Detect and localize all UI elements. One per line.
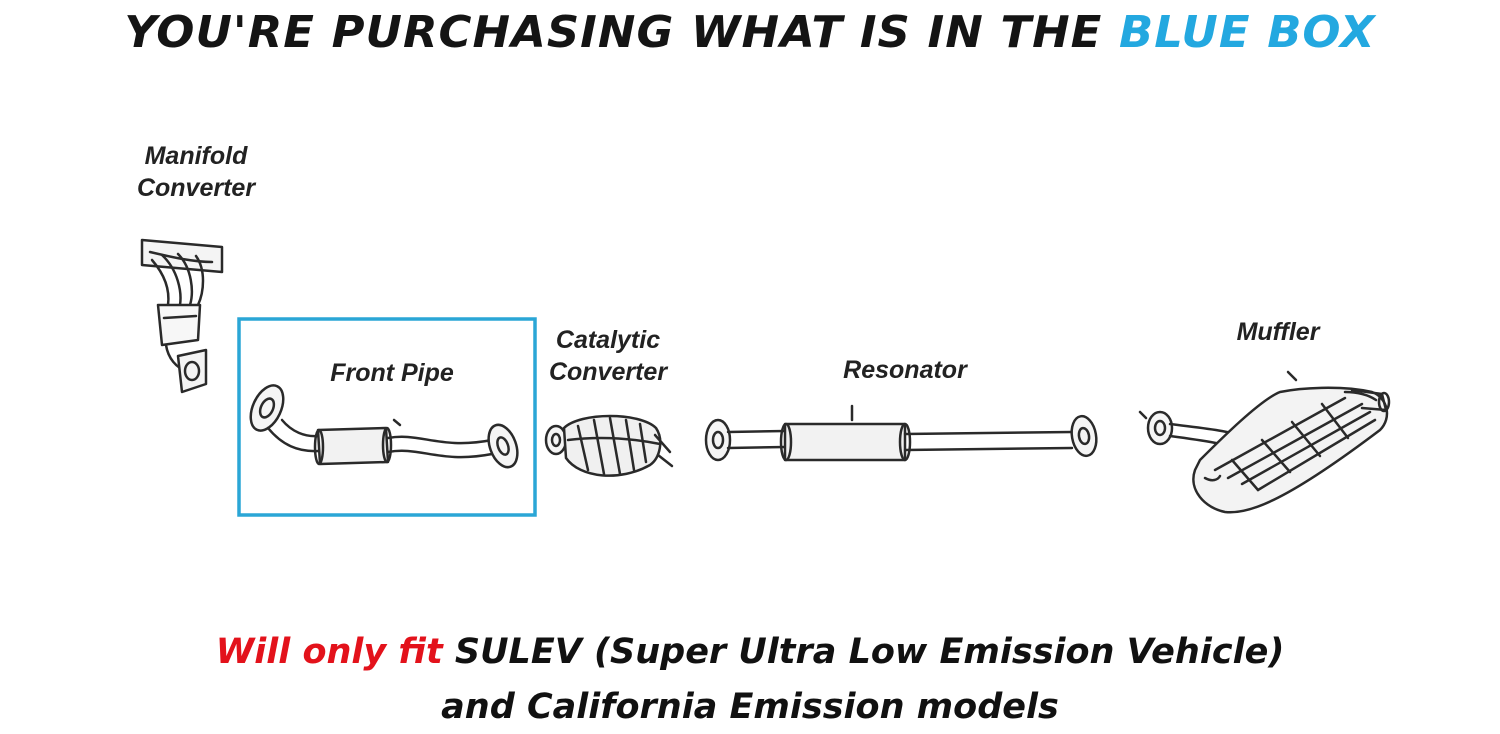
fitment-sulev-text: SULEV (Super Ultra Low Emission Vehicle) [454,632,1285,672]
headline-highlight: BLUE BOX [1119,7,1376,58]
manifold-converter-drawing [140,238,224,394]
front-pipe-drawing [249,384,519,469]
resonator-label: Resonator [843,356,967,384]
headline: YOU'RE PURCHASING WHAT IS IN THE BLUE BO… [0,2,1500,64]
manifold-converter-label: Manifold Converter [110,140,282,204]
manifold-label-line2: Converter [136,174,256,202]
catalytic-label-line1: Catalytic [555,326,661,354]
resonator-drawing [704,404,1098,462]
muffler-label: Muffler [1236,318,1320,346]
front-pipe-label: Front Pipe [330,359,454,387]
headline-main: YOU'RE PURCHASING WHAT IS IN THE [124,7,1120,58]
manifold-label-line1: Manifold [144,142,248,170]
muffler-drawing [1138,370,1391,514]
fitment-notice-line2: and California Emission models [441,687,1059,727]
catalytic-label-line2: Converter [548,358,668,386]
catalytic-converter-label: Catalytic Converter [538,324,678,388]
blue-selection-box [237,317,537,517]
fitment-notice-line1: Will only fit SULEV (Super Ultra Low Emi… [0,628,1500,676]
catalytic-converter-drawing [544,414,674,477]
fitment-warning: Will only fit [215,632,455,672]
